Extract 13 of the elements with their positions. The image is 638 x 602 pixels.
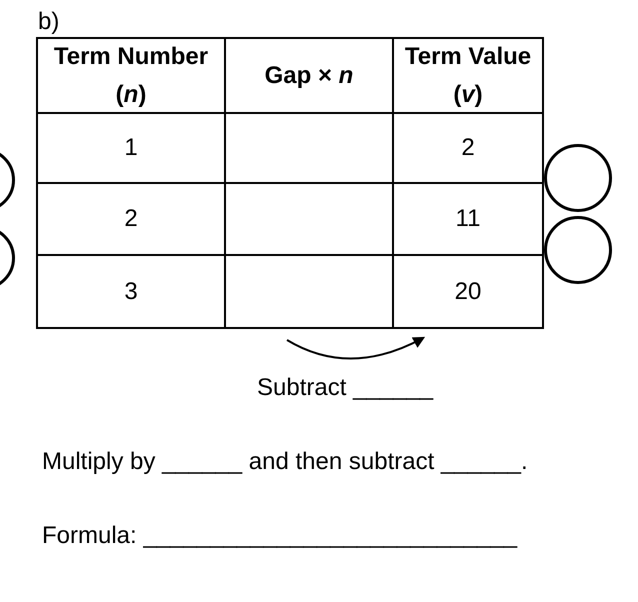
instruction-text: Subtract ______ — [257, 374, 434, 402]
table-cell-text: 11 — [454, 205, 482, 233]
table-cell-text: 3 — [123, 278, 139, 306]
column-header: Term Value (v) — [404, 42, 532, 110]
part-label: b) — [38, 8, 60, 36]
column-header: Term Number (n) — [52, 42, 210, 110]
column-header: Gap × n — [264, 60, 354, 90]
table-cell-text: 2 — [460, 134, 476, 162]
instruction-text: Multiply by ______ and then subtract ______. — [42, 448, 528, 476]
table-cell-text: 20 — [454, 278, 482, 306]
table-cell-text: 2 — [123, 205, 139, 233]
instruction-text: Formula: ____________________________ — [42, 522, 518, 550]
table-cell-text: 1 — [123, 134, 139, 162]
